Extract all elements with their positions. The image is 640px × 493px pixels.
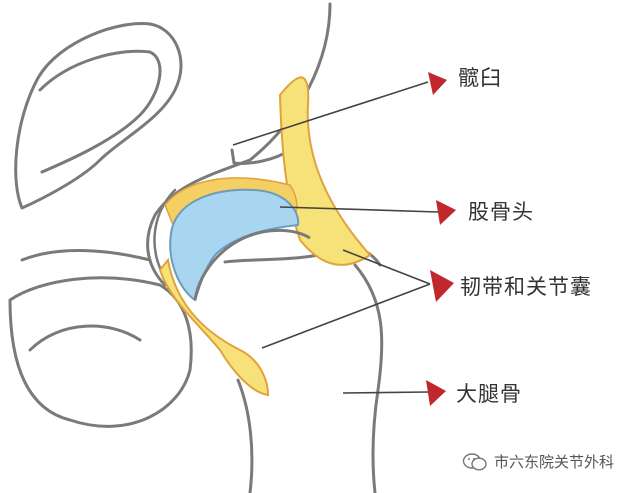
pointer-acetabulum-icon (428, 72, 447, 95)
leader-line-femoral-head (279, 206, 439, 213)
acetabulum-bone-outline (146, 2, 332, 287)
ischium-outline (8, 276, 193, 428)
leader-line-ligament-lower (261, 283, 431, 349)
femoral-head-outline (193, 228, 311, 301)
label-ligament-capsule: 韧带和关节囊 (460, 275, 592, 299)
label-acetabulum: 髋臼 (458, 66, 502, 90)
ilium-inner-outline (38, 49, 162, 174)
label-femur: 大腿骨 (456, 382, 522, 406)
ischium-inner-outline (28, 324, 142, 352)
ilium-outline (14, 21, 183, 210)
ligament-capsule-lower (158, 257, 270, 397)
pointer-ligament-icon (430, 270, 454, 302)
leader-line-femur (342, 391, 429, 394)
leader-line-ligament-upper (342, 249, 431, 285)
femur-outline-right (353, 263, 384, 493)
pointer-femoral-head-icon (436, 200, 456, 225)
watermark-text: 市六东院关节外科 (494, 453, 615, 471)
femur-outline-left (236, 378, 254, 493)
watermark: 市六东院关节外科 (462, 451, 614, 472)
pointer-femur-icon (426, 380, 446, 406)
label-femoral-head: 股骨头 (468, 200, 534, 224)
pelvis-lower-outline (20, 249, 152, 262)
wechat-icon (462, 452, 487, 471)
leader-line-acetabulum (232, 81, 429, 146)
